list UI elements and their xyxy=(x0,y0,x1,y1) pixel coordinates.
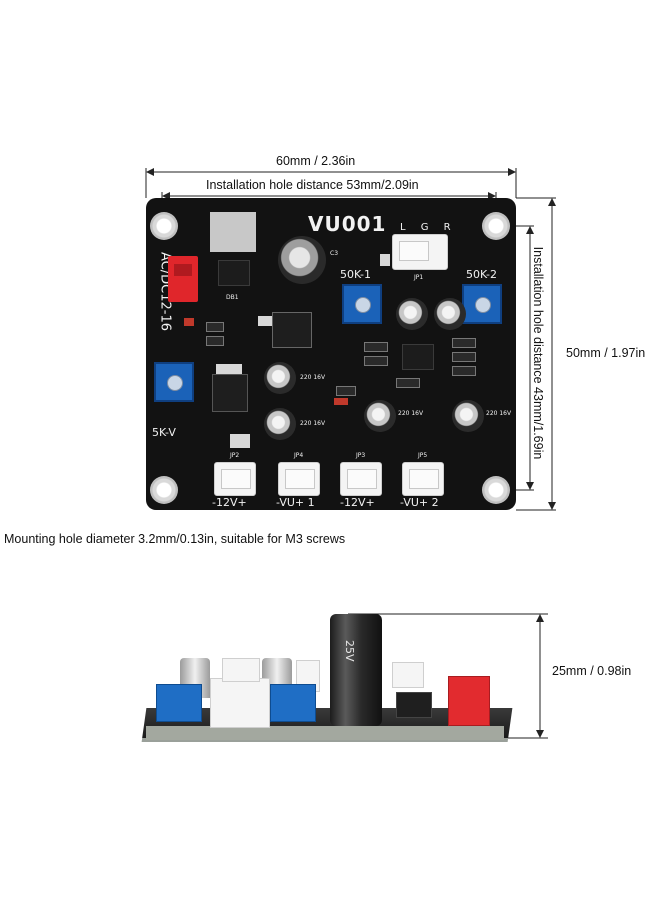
ic-u3 xyxy=(402,344,434,370)
cap-c1 xyxy=(264,362,296,394)
pot-bottom[interactable] xyxy=(154,362,194,402)
dimension-lines xyxy=(145,168,556,511)
resistor-r5 xyxy=(452,338,476,348)
side-pot-2 xyxy=(270,684,316,722)
pot-left[interactable] xyxy=(342,284,382,324)
top-view-dimensions: 60mm / 2.36in Installation hole distance… xyxy=(4,154,646,546)
jp2-id: JP2 xyxy=(230,452,240,459)
cap-c5-text: 220 16V xyxy=(486,410,512,417)
pot-bottom-label: 5K-V xyxy=(152,426,176,439)
cap-big-ref: C3 xyxy=(330,250,339,257)
mounting-hole-label: Mounting hole diameter 3.2mm/0.13in, sui… xyxy=(4,532,346,546)
side-connector-2 xyxy=(222,658,260,682)
mounting-hole-bottom-right xyxy=(482,476,510,504)
top-connector xyxy=(392,234,448,270)
resistor-r3 xyxy=(206,322,224,332)
board-title: VU001 xyxy=(308,212,387,236)
width-label: 60mm / 2.36in xyxy=(276,154,356,168)
cap-c6 xyxy=(396,298,428,330)
mounting-hole-top-left xyxy=(150,212,178,240)
install-vertical-label: Installation hole distance 43mm/1.69in xyxy=(531,246,545,460)
pot-right[interactable] xyxy=(462,284,502,324)
db1-label: DB1 xyxy=(226,294,239,301)
connector-jp5 xyxy=(402,462,444,496)
led1 xyxy=(184,318,194,326)
big-capacitor xyxy=(278,236,326,284)
resistor-r7 xyxy=(452,366,476,376)
connector-jp2-label: -12V+ xyxy=(212,496,247,509)
resistor-r8 xyxy=(364,342,388,352)
side-cap-label: 25V xyxy=(343,640,356,662)
cap-c2-text: 220 16V xyxy=(300,420,326,427)
bridge-rectifier xyxy=(218,260,250,286)
pot-left-label: 50K-1 xyxy=(340,268,372,281)
connector-jp2 xyxy=(214,462,256,496)
resistor-r4 xyxy=(334,398,348,405)
connector-jp4-label: -VU+ 1 xyxy=(276,496,315,509)
capacitor-c11 xyxy=(396,378,420,388)
side-switch xyxy=(396,692,432,718)
capacitor-c10 xyxy=(230,434,250,448)
side-height-label: 25mm / 0.98in xyxy=(552,664,632,678)
power-connector xyxy=(168,256,198,302)
connector-jp5-label: -VU+ 2 xyxy=(400,496,439,509)
mounting-hole-top-right xyxy=(482,212,510,240)
top-connector-pins: L G R xyxy=(400,222,457,233)
pcb-board-top: VU001 AC/DC12-16 DB1 C3 L G R JP1 50K-1 … xyxy=(146,198,516,510)
side-pot-1 xyxy=(156,684,202,722)
mounting-hole-bottom-left xyxy=(150,476,178,504)
regulator-mid xyxy=(272,312,312,348)
side-big-cap xyxy=(330,614,382,726)
pot-right-label: 50K-2 xyxy=(466,268,498,281)
jp3-id: JP3 xyxy=(356,452,366,459)
side-connector-1 xyxy=(210,678,270,728)
cap-c5 xyxy=(452,400,484,432)
capacitor-c12 xyxy=(380,254,390,266)
cap-c1-text: 220 16V xyxy=(300,374,326,381)
resistor-r6 xyxy=(452,352,476,362)
side-board-bottom xyxy=(146,726,504,740)
regulator-mid-tab xyxy=(258,316,272,326)
jp4-id: JP4 xyxy=(294,452,304,459)
height-label: 50mm / 1.97in xyxy=(566,346,646,360)
connector-jp4 xyxy=(278,462,320,496)
resistor-r10 xyxy=(336,386,356,396)
connector-jp3-label: -12V+ xyxy=(340,496,375,509)
cap-c2 xyxy=(264,408,296,440)
grey-pad xyxy=(210,212,256,252)
regulator-u2-tab xyxy=(216,364,242,374)
install-horizontal-label: Installation hole distance 53mm/2.09in xyxy=(206,178,419,192)
cap-c4 xyxy=(434,298,466,330)
cap-c7-text: 220 16V xyxy=(398,410,424,417)
side-view: 25V 25mm / 0.98in xyxy=(0,600,660,760)
cap-c7 xyxy=(364,400,396,432)
connector-jp3 xyxy=(340,462,382,496)
resistor-r9 xyxy=(364,356,388,366)
side-connector-4 xyxy=(392,662,424,688)
jp5-id: JP5 xyxy=(418,452,428,459)
side-red-connector xyxy=(448,676,490,726)
resistor-r2 xyxy=(206,336,224,346)
jp1-label: JP1 xyxy=(414,274,424,281)
regulator-u2 xyxy=(212,374,248,412)
